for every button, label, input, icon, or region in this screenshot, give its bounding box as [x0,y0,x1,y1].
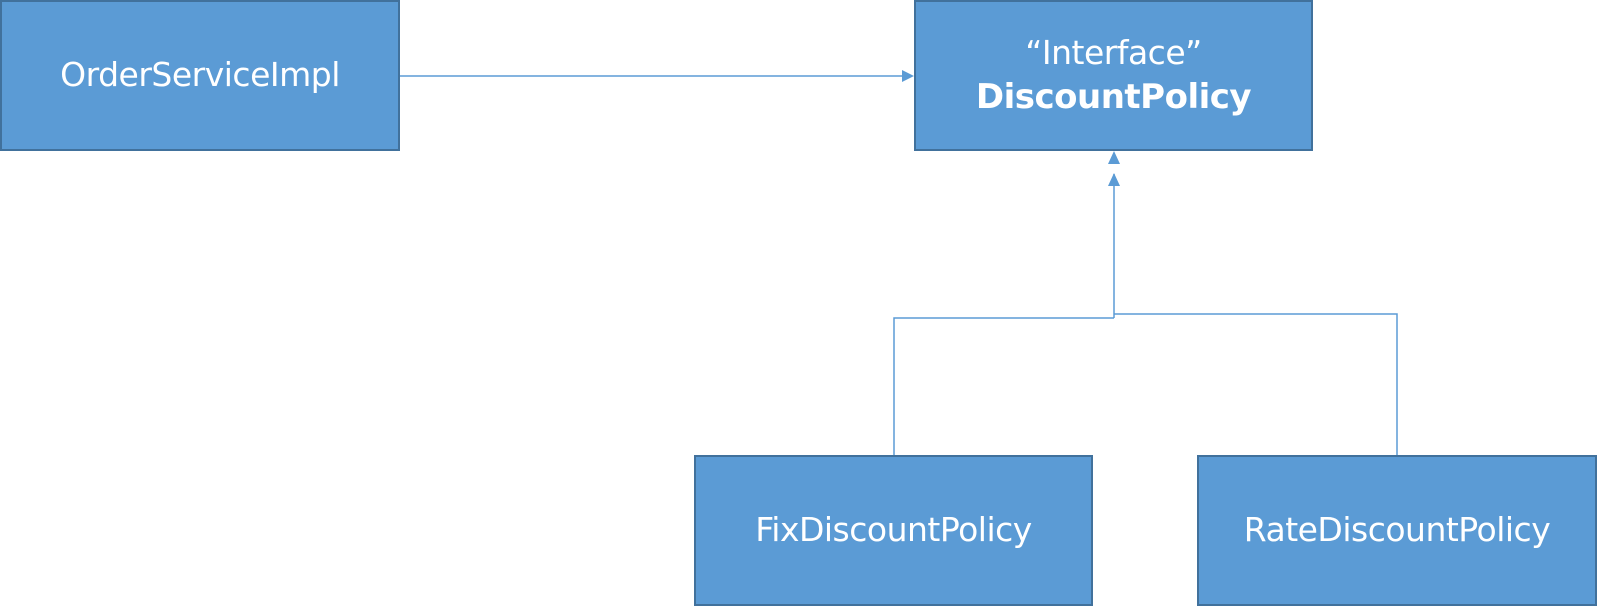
order-service-impl-label: OrderServiceImpl [60,55,340,95]
fix-discount-policy-label: FixDiscountPolicy [755,510,1032,550]
implementation-arrowhead-inner-icon [1108,173,1120,186]
implementation-arrowhead-icon [1108,151,1120,164]
discount-policy-label: DiscountPolicy [975,76,1252,117]
interface-stereotype-label: “Interface” [1025,32,1202,72]
discount-policy-interface-box: “Interface” DiscountPolicy [914,0,1313,151]
rate-implementation-line [1114,313,1398,455]
fix-implementation-line [893,317,1114,455]
association-arrowhead-icon [902,70,914,82]
rate-discount-policy-box: RateDiscountPolicy [1197,455,1597,606]
fix-discount-policy-box: FixDiscountPolicy [694,455,1093,606]
order-service-impl-box: OrderServiceImpl [0,0,400,151]
rate-discount-policy-label: RateDiscountPolicy [1243,510,1551,550]
